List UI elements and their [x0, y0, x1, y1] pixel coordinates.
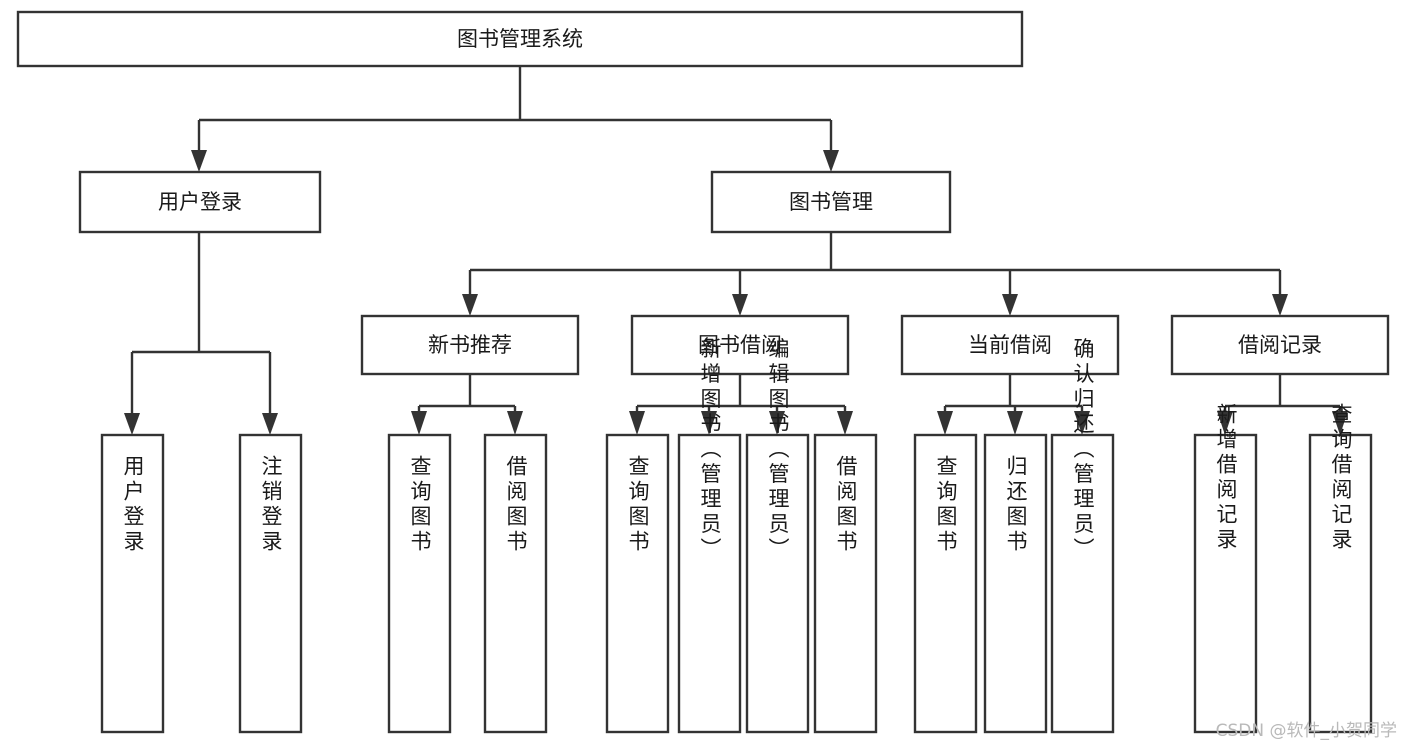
- arrow-to-current-borrow: [1002, 294, 1018, 316]
- leaf-node-query-book-current[interactable]: 查询图书: [913, 433, 978, 734]
- leaf-borrow-book-rec-label: 借阅图书: [504, 455, 528, 555]
- connector-bookborrow-to-leaves: [635, 374, 847, 421]
- leaf-confirm-return-admin-box[interactable]: [1050, 433, 1115, 734]
- leaf-node-add-borrow-record[interactable]: 新增借阅记录: [1193, 403, 1258, 734]
- leaf-edit-book-admin-label: 编辑图书（管理员）: [766, 338, 790, 563]
- connector-borrowrecord-to-leaves: [1223, 374, 1342, 421]
- connector-userlogin-to-leaves: [130, 232, 272, 421]
- leaf-query-book-rec-label: 查询图书: [408, 455, 432, 555]
- node-borrow-record-box[interactable]: [1170, 314, 1390, 376]
- node-book-borrow-label: 图书借阅: [698, 333, 782, 357]
- node-borrow-record-label: 借阅记录: [1238, 333, 1322, 357]
- leaf-query-borrow-record-box[interactable]: [1308, 433, 1373, 734]
- arrow-to-leaf-logout: [262, 413, 278, 435]
- arrow-to-book-manage: [823, 150, 839, 172]
- leaf-borrow-book-box[interactable]: [813, 433, 878, 734]
- leaf-node-logout[interactable]: 注销登录: [238, 433, 303, 734]
- node-current-borrow-box[interactable]: [900, 314, 1120, 376]
- arrow-to-leaf-borrow-book-1: [507, 411, 523, 435]
- connector-root-to-level2: [197, 66, 833, 158]
- leaf-add-book-admin-label: 新增图书（管理员）: [698, 338, 722, 563]
- leaf-query-book-current-label: 查询图书: [934, 455, 958, 555]
- leaf-query-book-borrow-label: 查询图书: [626, 455, 650, 555]
- node-user-login-box[interactable]: [78, 170, 322, 234]
- leaf-node-add-book-admin[interactable]: 新增图书（管理员）: [677, 338, 742, 734]
- node-new-book-recommend-label: 新书推荐: [428, 333, 512, 357]
- node-book-management-box[interactable]: [710, 170, 952, 234]
- arrow-to-user-login: [191, 150, 207, 172]
- leaf-return-book-box[interactable]: [983, 433, 1048, 734]
- node-user-login-label: 用户登录: [158, 190, 242, 214]
- leaf-node-user-login[interactable]: 用户登录: [100, 433, 165, 734]
- arrow-to-leaf-add-book: [701, 411, 717, 435]
- node-root-book-management-system[interactable]: 图书管理系统: [16, 10, 1024, 68]
- leaf-node-return-book[interactable]: 归还图书: [983, 433, 1048, 734]
- leaf-node-confirm-return-admin[interactable]: 确认归还（管理员）: [1050, 338, 1115, 734]
- leaf-node-borrow-book-rec[interactable]: 借阅图书: [483, 433, 548, 734]
- leaf-node-query-book-borrow[interactable]: 查询图书: [605, 433, 670, 734]
- arrow-to-leaf-query-book-3: [937, 411, 953, 435]
- arrow-to-leaf-return-book: [1007, 411, 1023, 435]
- leaf-node-edit-book-admin[interactable]: 编辑图书（管理员）: [745, 338, 810, 734]
- node-book-management[interactable]: 图书管理: [710, 170, 952, 234]
- arrow-to-leaf-borrow-book-2: [837, 411, 853, 435]
- leaf-query-borrow-record-label: 查询借阅记录: [1329, 403, 1353, 553]
- node-user-login[interactable]: 用户登录: [78, 170, 322, 234]
- connector-newbook-to-leaves: [417, 374, 517, 421]
- leaf-node-query-book-rec[interactable]: 查询图书: [387, 433, 452, 734]
- node-book-borrow[interactable]: 图书借阅: [630, 314, 850, 376]
- arrow-to-leaf-user-login: [124, 413, 140, 435]
- leaf-logout-box[interactable]: [238, 433, 303, 734]
- arrow-to-leaf-query-record: [1332, 411, 1348, 435]
- leaf-user-login-box[interactable]: [100, 433, 165, 734]
- leaf-query-book-current-box[interactable]: [913, 433, 978, 734]
- arrow-to-new-book-rec: [462, 294, 478, 316]
- node-book-borrow-box[interactable]: [630, 314, 850, 376]
- arrow-to-book-borrow: [732, 294, 748, 316]
- leaf-add-borrow-record-box[interactable]: [1193, 433, 1258, 734]
- arrow-to-leaf-confirm-return: [1074, 411, 1090, 435]
- leaf-return-book-label: 归还图书: [1004, 455, 1028, 555]
- node-current-borrow[interactable]: 当前借阅: [900, 314, 1120, 376]
- leaf-add-book-admin-box[interactable]: [677, 433, 742, 734]
- leaf-logout-label: 注销登录: [259, 455, 283, 555]
- leaf-user-login-label: 用户登录: [121, 455, 145, 555]
- node-root-label: 图书管理系统: [457, 27, 583, 51]
- node-new-book-recommend[interactable]: 新书推荐: [360, 314, 580, 376]
- node-borrow-record[interactable]: 借阅记录: [1170, 314, 1390, 376]
- node-current-borrow-label: 当前借阅: [968, 333, 1052, 357]
- arrow-to-leaf-query-book-2: [629, 411, 645, 435]
- leaf-node-query-borrow-record[interactable]: 查询借阅记录: [1308, 403, 1373, 734]
- leaf-add-borrow-record-label: 新增借阅记录: [1214, 403, 1238, 553]
- leaf-query-book-borrow-box[interactable]: [605, 433, 670, 734]
- node-book-management-label: 图书管理: [789, 190, 873, 214]
- connector-bookmanage-to-level3: [468, 232, 1282, 302]
- leaf-edit-book-admin-box[interactable]: [745, 433, 810, 734]
- arrow-to-leaf-query-book-1: [411, 411, 427, 435]
- leaf-confirm-return-admin-label: 确认归还（管理员）: [1071, 338, 1095, 563]
- node-root-box[interactable]: [16, 10, 1024, 68]
- leaf-borrow-book-label: 借阅图书: [834, 455, 858, 555]
- arrow-to-leaf-add-record: [1217, 411, 1233, 435]
- arrow-to-borrow-record: [1272, 294, 1288, 316]
- leaf-borrow-book-rec-box[interactable]: [483, 433, 548, 734]
- arrow-to-leaf-edit-book: [769, 411, 785, 435]
- leaf-node-borrow-book[interactable]: 借阅图书: [813, 433, 878, 734]
- connector-layer: [124, 66, 1348, 435]
- leaf-query-book-rec-box[interactable]: [387, 433, 452, 734]
- node-new-book-recommend-box[interactable]: [360, 314, 580, 376]
